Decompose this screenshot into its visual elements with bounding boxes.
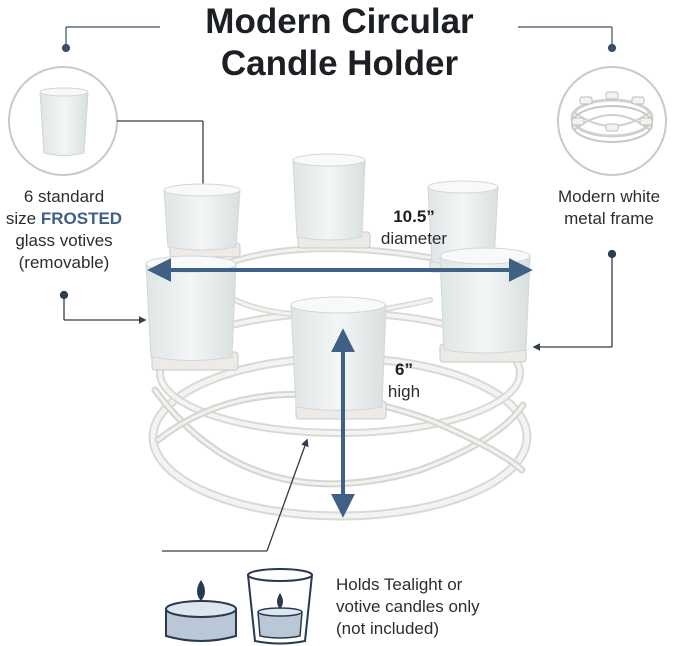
votive-front-right [439, 247, 531, 363]
frame-inset [557, 66, 667, 176]
left-callout-line1: 6 standard [23, 187, 105, 206]
bottom-leader [162, 438, 309, 552]
bottom-callout-line2: votive candles only [336, 597, 480, 616]
left-callout-line4: (removable) [18, 253, 110, 272]
left-votive-leader [117, 120, 207, 194]
height-label: 6” high [374, 359, 434, 403]
left-callout-line2: size FROSTED [2, 208, 126, 230]
right-callout-line2: metal frame [564, 209, 654, 228]
bottom-callout-line3: (not included) [336, 619, 440, 638]
page-title-line1: Modern Circular [205, 2, 474, 41]
height-text: high [387, 382, 421, 401]
right-frame-leader [532, 249, 617, 351]
right-callout: Modern white metal frame [541, 186, 677, 230]
left-callout: 6 standard size FROSTED glass votives (r… [2, 186, 126, 274]
bottom-callout-line1: Holds Tealight or [336, 575, 463, 594]
left-lower-leader [59, 290, 147, 324]
votive-back-center [292, 153, 371, 249]
votive-glass-icon [246, 568, 314, 645]
diameter-value: 10.5” [393, 207, 435, 226]
votive-front-center [290, 296, 387, 420]
left-callout-prefix: size [5, 209, 41, 228]
height-value: 6” [395, 360, 413, 379]
frosted-emphasis: FROSTED [40, 209, 123, 228]
tealight-icon [165, 580, 237, 642]
votive-front-left [145, 255, 239, 371]
left-leader-top [61, 26, 160, 53]
votive-inset [8, 66, 118, 176]
right-callout-line1: Modern white [557, 187, 661, 206]
bottom-callout: Holds Tealight or votive candles only (n… [336, 574, 556, 640]
right-leader-top [518, 26, 617, 53]
votive-back-left [163, 183, 241, 258]
page-title-line2: Candle Holder [220, 44, 459, 83]
diameter-text: diameter [380, 229, 448, 248]
diameter-label: 10.5” diameter [364, 206, 464, 250]
left-callout-line3: glass votives [15, 231, 113, 250]
